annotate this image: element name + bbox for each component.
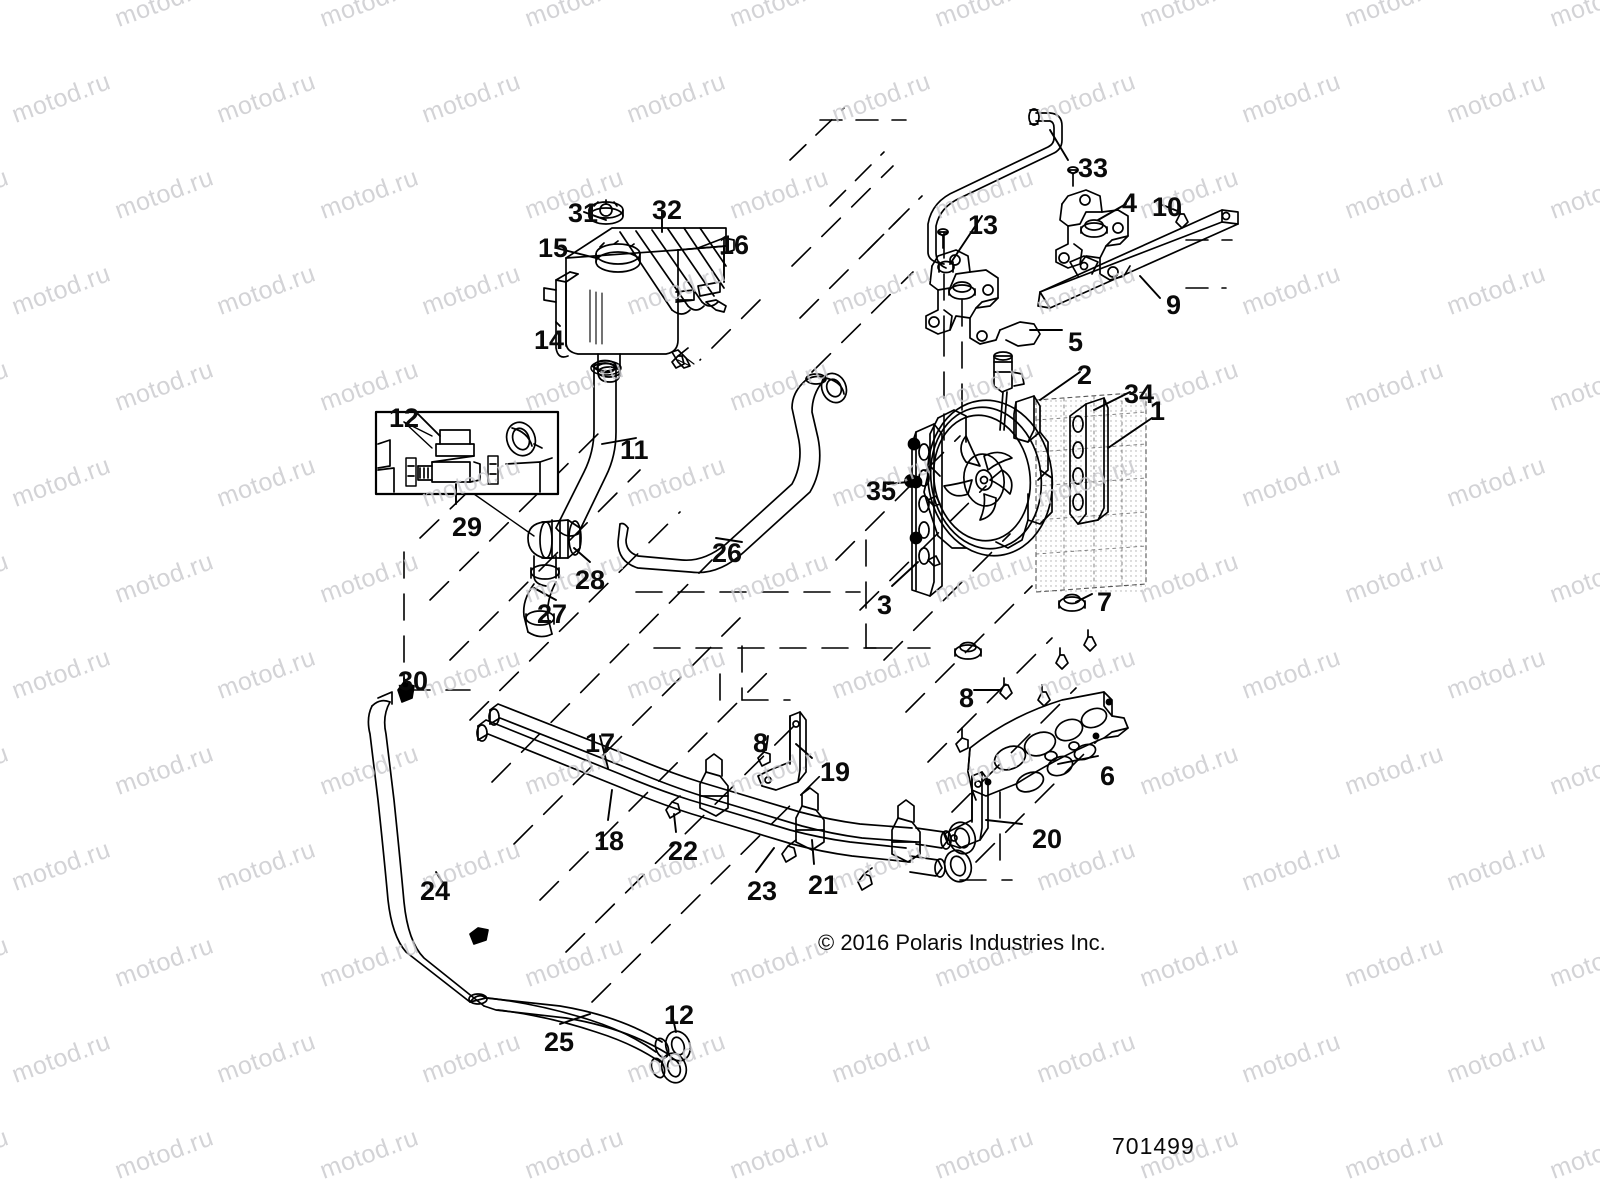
callout-grommet-mount: 7 <box>1097 587 1113 617</box>
callout-clamp: 12 <box>664 1000 695 1030</box>
callout-hose-tee-lower: 27 <box>537 599 568 629</box>
callout-hose-return-left: 24 <box>420 876 451 906</box>
callout-tube-clamp-mount: 21 <box>808 870 839 900</box>
heat-shield-6 <box>967 691 1129 801</box>
callout-screw-small: 10 <box>1152 192 1183 222</box>
callout-radiator: 1 <box>1150 396 1166 426</box>
callout-screw: 8 <box>753 728 769 758</box>
fastener-35 <box>904 474 918 488</box>
callout-hose-bypass: 26 <box>712 538 743 568</box>
callout-hose-upper: 11 <box>620 435 649 465</box>
callout-radiator-side-bracket: 34 <box>1124 379 1155 409</box>
tee-assembly <box>522 519 582 638</box>
bracket-5 <box>925 228 1041 347</box>
hose-24-25 <box>367 673 692 1084</box>
radiator-side-bracket-34 <box>1069 397 1109 525</box>
bracket-20 <box>943 727 989 849</box>
callout-vent-hose-long: 33 <box>1078 153 1109 183</box>
callout-coolant-tube-long-lower: 18 <box>594 826 625 856</box>
reservoir-group <box>543 199 735 383</box>
coolant-tubes <box>476 703 977 891</box>
copyright-notice: © 2016 Polaris Industries Inc. <box>818 930 1106 955</box>
callout-screw-tube: 22 <box>668 836 699 866</box>
cross-brace-9 <box>1037 209 1239 309</box>
callout-vent-tube: 13 <box>968 210 999 240</box>
callout-reservoir-cap-upper: 31 <box>568 198 599 228</box>
callout-clip-small: 30 <box>398 666 429 696</box>
detail-inset-12 <box>374 410 560 496</box>
callout-coolant-tube-long-upper: 17 <box>585 728 616 758</box>
hose-26 <box>617 347 848 574</box>
bracket-4 <box>1055 166 1131 281</box>
callout-screw: 8 <box>959 683 975 713</box>
diagram-part-number: 701499 <box>1112 1133 1195 1159</box>
callout-cross-brace: 9 <box>1166 290 1182 320</box>
radiator-1 <box>1035 391 1147 593</box>
callout-grille-heat-shield: 6 <box>1100 761 1116 791</box>
vent-tube-group <box>927 108 1063 274</box>
callout-bracket-tube-mid: 19 <box>820 757 851 787</box>
callout-bracket-upper-right: 4 <box>1122 188 1138 218</box>
callout-hose-return-lower: 25 <box>544 1027 575 1057</box>
callout-reservoir-tank: 32 <box>652 195 683 225</box>
callout-bracket-tube-right: 20 <box>1032 824 1063 854</box>
callout-reservoir-overflow-tube: 14 <box>534 325 565 355</box>
callout-screw-tube-lower: 23 <box>747 876 778 906</box>
leader-lines <box>403 129 1181 1033</box>
callout-reservoir-screw: 16 <box>719 230 750 260</box>
callout-reservoir-cap: 15 <box>538 233 569 263</box>
callout-tee-fitting: 28 <box>575 565 606 595</box>
bracket-19 <box>757 711 807 791</box>
callout-fan-shroud-assembly: 2 <box>1077 360 1093 390</box>
callout-tee-detail-pointer: 29 <box>452 512 483 542</box>
callout-clamp-detail-inset: 12 <box>389 403 420 433</box>
callout-bracket-lower-left: 5 <box>1068 327 1084 357</box>
hose-11 <box>555 359 617 537</box>
callout-fastener-fan: 35 <box>866 476 897 506</box>
callout-fan-mount-lower: 3 <box>877 590 893 620</box>
